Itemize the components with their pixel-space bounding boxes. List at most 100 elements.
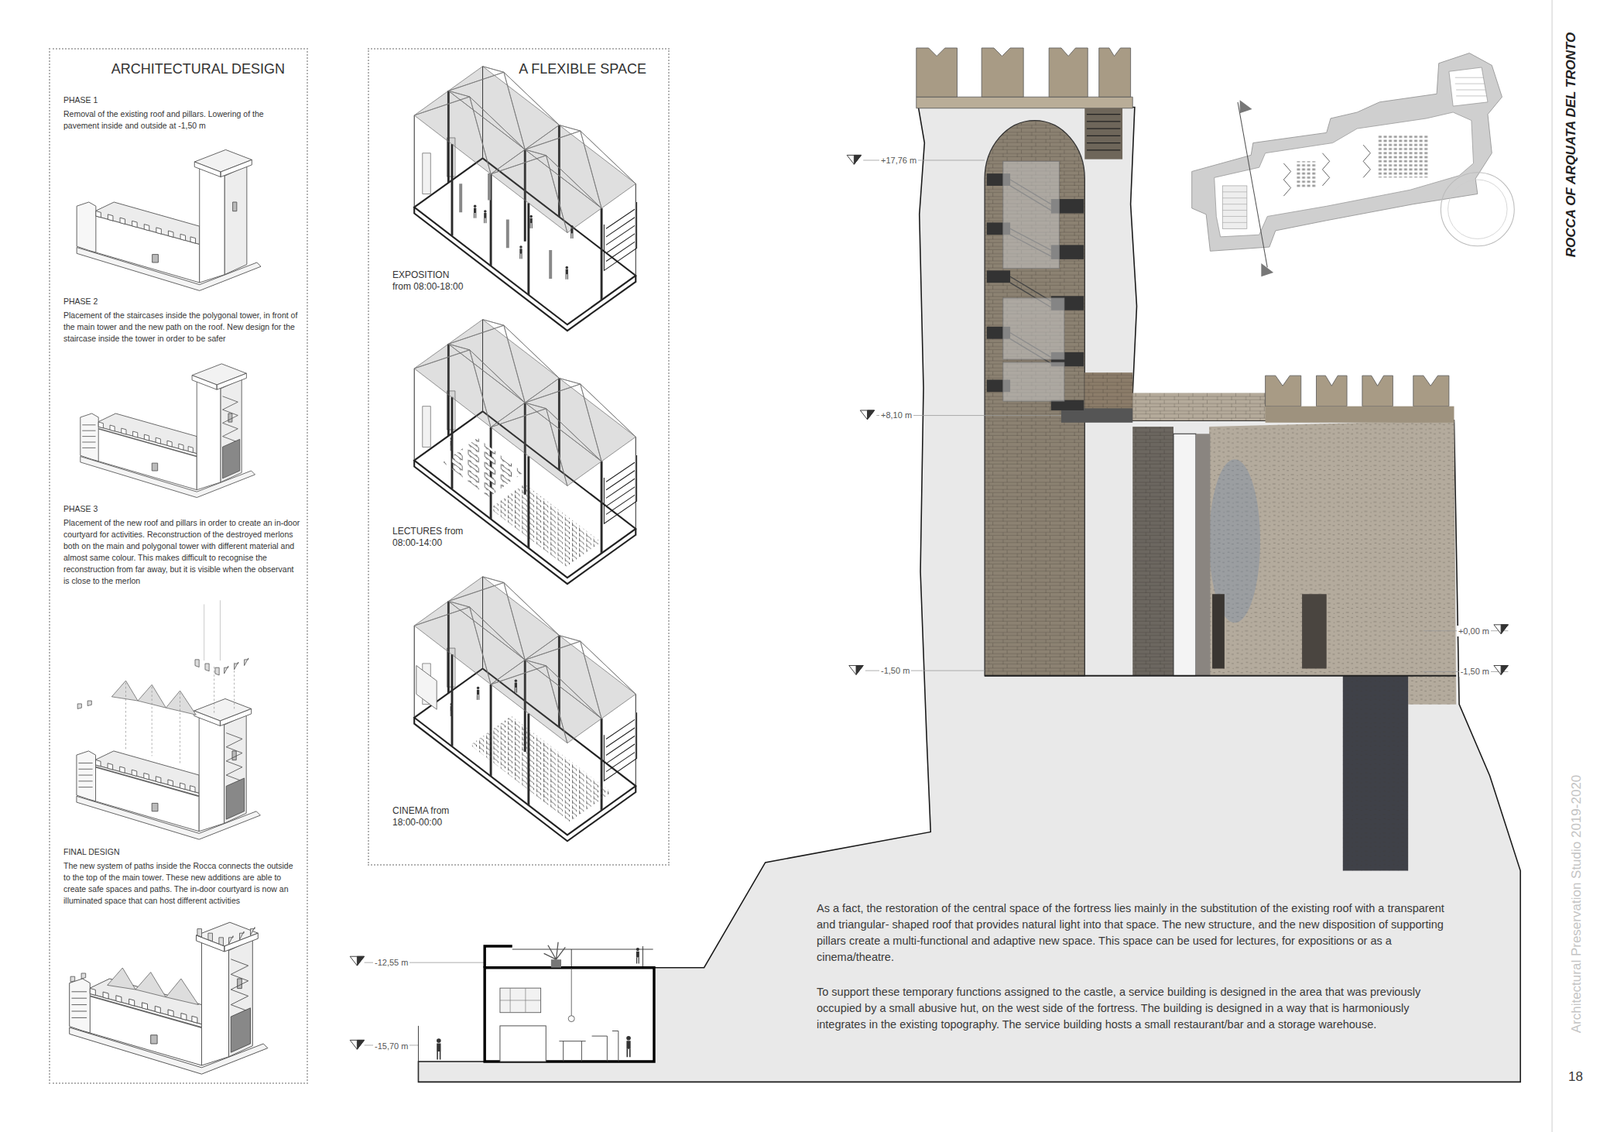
site-plan-part [1240, 99, 1275, 277]
tower-elevation-part-part [1003, 362, 1065, 401]
phase2-drawing-part [80, 363, 256, 498]
function-label: CINEMA from 18:00-00:00 [392, 805, 466, 829]
level-label: -12,55 m [373, 956, 410, 968]
service-building-part [571, 967, 573, 1016]
final-design-drawing [65, 913, 289, 1076]
site-plan-part [1214, 112, 1474, 237]
flexible-space-axonometrics-part-part [450, 437, 454, 451]
frame-line [1552, 0, 1553, 1132]
tower-elevation-part-part [1003, 298, 1065, 360]
site-plan-part [1455, 77, 1487, 96]
phase3-drawing-part [125, 662, 234, 764]
service-building-part [512, 945, 654, 968]
flexible-space-axonometrics-part-part [442, 438, 524, 497]
site-plan [1192, 53, 1515, 278]
service-building-part [626, 1035, 631, 1057]
phase2-drawing-part [82, 396, 240, 479]
tower-elevation-part [916, 47, 1131, 97]
wall-elevation-part [1301, 593, 1327, 669]
flexible-space-axonometrics-part-part [489, 483, 602, 567]
dotted-panel: ARCHITECTURAL DESIGN PHASE 1Removal of th… [48, 47, 309, 1084]
wall-elevation [984, 375, 1457, 871]
tower-elevation-part [1086, 114, 1121, 151]
flexible-space-axonometrics-part-part [514, 679, 518, 693]
wall-elevation-part [1132, 426, 1174, 676]
wall-elevation-part [1343, 675, 1409, 871]
flexible-space-axonometrics-part [414, 319, 637, 584]
final-design-drawing-part [69, 921, 268, 1074]
panel-heading: A FLEXIBLE SPACE [383, 60, 647, 78]
phase-title: PHASE 1 [63, 94, 301, 107]
tower-elevation-part [1084, 372, 1133, 409]
flexible-space-axonometrics-part-part [483, 209, 487, 223]
wall-elevation-part [1343, 675, 1409, 871]
dotted-panel: A FLEXIBLE SPACEEXPOSITION from 08:00-18… [367, 47, 670, 866]
wall-elevation-part [984, 674, 1457, 677]
level-label: +0,00 m [1456, 625, 1491, 637]
flexible-space-axonometrics-part-part [450, 702, 454, 717]
final-design-drawing-part [71, 959, 251, 1052]
tower-elevation-part-part [986, 270, 1011, 283]
service-building [417, 942, 655, 1083]
service-building-part [636, 947, 640, 964]
service-building-part [484, 945, 513, 968]
wall-elevation-part [1173, 433, 1196, 675]
service-building-part [551, 959, 562, 968]
site-plan-part [1449, 67, 1488, 107]
phase2-drawing [77, 356, 274, 500]
site-plan-part [1283, 144, 1371, 196]
site-plan-part [1440, 172, 1515, 247]
phase3-drawing-part [78, 733, 244, 820]
site-plan-part [1377, 134, 1429, 178]
service-building-part [500, 987, 542, 1013]
tower-elevation [916, 47, 1271, 676]
flexible-space-axonometrics-part-part [529, 215, 533, 229]
tower-elevation-part [1084, 108, 1123, 160]
description-paragraph: To support these temporary functions ass… [816, 983, 1448, 1033]
tower-elevation-part [1003, 161, 1065, 401]
level-label: -1,50 m [1459, 665, 1491, 677]
panel-heading: ARCHITECTURAL DESIGN [64, 60, 285, 78]
tower-elevation-part [1061, 407, 1133, 422]
tower-elevation-part [1084, 372, 1133, 409]
final-design-drawing-part [107, 967, 199, 1005]
level-label: -15,70 m [373, 1040, 410, 1052]
phase3-drawing [73, 599, 280, 842]
flexible-space-axonometrics-part [459, 173, 573, 280]
flexible-space-axonometrics-part-part [473, 205, 477, 219]
description-paragraph: As a fact, the restoration of the centra… [816, 900, 1448, 966]
tower-elevation-part-part [1051, 400, 1084, 411]
flexible-space-axonometrics-part-part [570, 225, 574, 239]
service-building-part [500, 987, 542, 1013]
site-plan-part [1222, 191, 1248, 223]
board-title: ROCCA OF ARQUATA DEL TRONTO [1563, 32, 1580, 258]
flexible-space-axonometrics-part-part [416, 665, 437, 710]
flexible-space-axonometrics-part-part [470, 716, 612, 822]
service-building-part [544, 942, 566, 960]
tower-elevation-part [1132, 393, 1271, 422]
phase1-drawing [73, 141, 281, 293]
site-plan-part [1222, 185, 1248, 229]
tower-elevation-part [916, 96, 1133, 109]
flexible-space-axonometrics-part [414, 576, 637, 841]
phase3-drawing-part [111, 680, 196, 715]
service-building-part [436, 1038, 442, 1059]
wall-elevation-part [1209, 420, 1457, 704]
level-label: +8,10 m [879, 409, 914, 421]
function-label: LECTURES from 08:00-14:00 [392, 525, 466, 549]
site-plan-part [1237, 102, 1268, 268]
flexible-space-axonometrics [414, 66, 637, 842]
wall-elevation-part [1209, 420, 1457, 704]
phase-text: Placement of the new roof and pillars in… [63, 517, 301, 587]
final-design-drawing-part [70, 927, 255, 983]
phase-title: PHASE 2 [63, 295, 301, 308]
phase-text: The new system of paths inside the Rocca… [63, 859, 301, 907]
flexible-space-axonometrics-part-part [476, 686, 480, 700]
phase-text: Placement of the staircases inside the p… [63, 309, 301, 345]
wall-elevation-part [1132, 426, 1174, 676]
wall-elevation-part [1195, 433, 1210, 675]
phase-text: Removal of the existing roof and pillars… [63, 108, 301, 132]
service-building-part [484, 967, 655, 1062]
phase1-drawing-part [76, 149, 261, 291]
phase-title: FINAL DESIGN [63, 846, 301, 858]
